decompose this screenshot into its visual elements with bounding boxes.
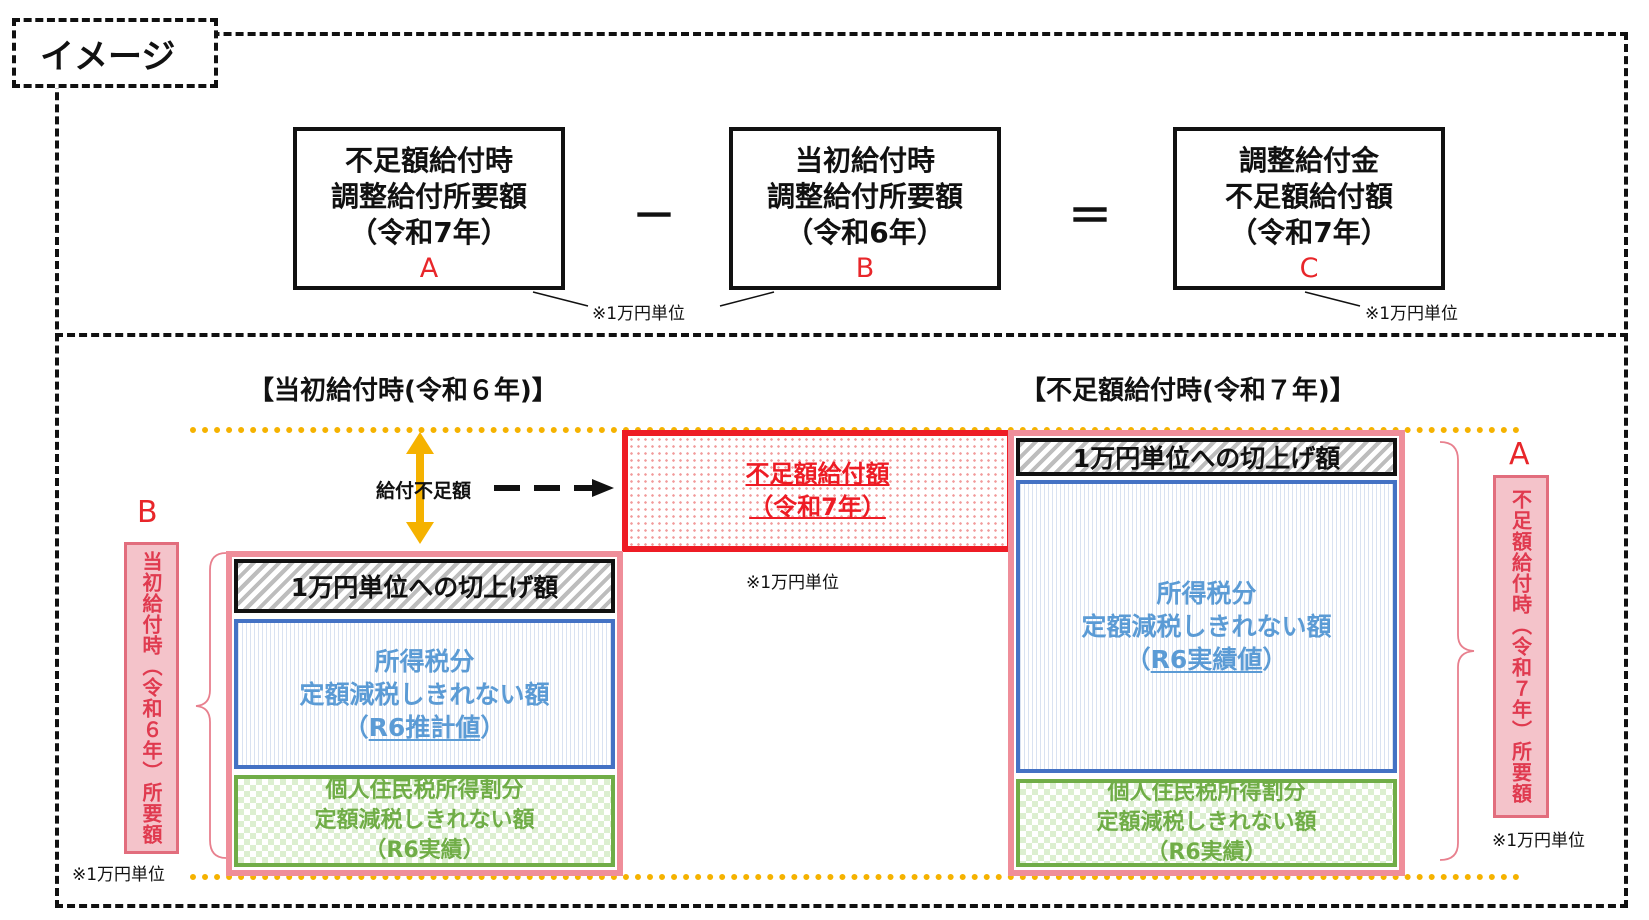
- left-label-letter: B: [137, 495, 158, 530]
- note-ab-unit: ※1万円単位: [592, 304, 686, 324]
- left-label-note: ※1万円単位: [72, 865, 166, 885]
- right-vertical-label: 不足額給付時（令和７年）所要額: [1493, 475, 1549, 818]
- right-bar-outline: [1008, 430, 1405, 876]
- left-resident-tax-segment: 個人住民税所得割分 定額減税しきれない額 （R6実績）: [234, 775, 615, 867]
- bottom-dotted-guide: [190, 874, 1520, 880]
- left-income-estimate: R6推計値: [368, 712, 481, 742]
- box-a-line3: （令和7年）: [349, 216, 509, 249]
- left-income-tax-segment: 所得税分 定額減税しきれない額 （R6推計値）: [234, 619, 615, 769]
- right-roundup-segment: 1万円単位への切上げ額: [1016, 438, 1397, 476]
- right-income-line1: 所得税分: [1156, 579, 1257, 608]
- formula-box-b: 当初給付時 調整給付所要額 （令和6年） B: [729, 127, 1001, 290]
- formula-box-a: 不足額給付時 調整給付所要額 （令和7年） A: [293, 127, 565, 290]
- right-resident-tax-segment: 個人住民税所得割分 定額減税しきれない額 （R6実績）: [1016, 779, 1397, 867]
- left-bar-outline: [226, 551, 623, 876]
- right-income-open-paren: （: [1125, 645, 1151, 674]
- right-income-close-paren: ）: [1262, 645, 1288, 674]
- right-resident-line2: 定額減税しきれない額: [1096, 810, 1317, 835]
- box-a-line2: 調整給付所要額: [330, 180, 527, 213]
- box-c-line3: （令和7年）: [1229, 216, 1389, 249]
- shortfall-line2: （令和7年）: [749, 493, 886, 521]
- section-divider: [55, 333, 1628, 337]
- left-income-close-paren: ）: [480, 712, 506, 742]
- left-resident-line1: 個人住民税所得割分: [325, 778, 524, 803]
- box-b-line3: （令和6年）: [785, 216, 945, 249]
- box-a-line1: 不足額給付時: [344, 144, 513, 177]
- shortfall-note: ※1万円単位: [746, 573, 840, 593]
- right-section-header: 【不足額給付時(令和７年)】: [1020, 376, 1356, 406]
- left-resident-line3: （R6実績）: [364, 838, 485, 863]
- right-income-actual: R6実績値: [1150, 645, 1263, 674]
- formula-box-c: 調整給付金 不足額給付額 （令和7年） C: [1173, 127, 1445, 290]
- box-a-letter: A: [419, 253, 439, 284]
- box-c-letter: C: [1299, 253, 1319, 284]
- minus-operator: －: [632, 191, 676, 242]
- right-label-note: ※1万円単位: [1492, 831, 1586, 851]
- box-b-line2: 調整給付所要額: [766, 180, 963, 213]
- left-income-line1: 所得税分: [374, 646, 475, 676]
- box-c-line2: 不足額給付額: [1224, 180, 1393, 213]
- left-roundup-segment: 1万円単位への切上げ額: [234, 559, 615, 613]
- outer-dashed-frame: [55, 32, 1628, 908]
- right-income-line3: （R6実績値）: [1126, 643, 1288, 676]
- left-section-header: 【当初給付時(令和６年)】: [248, 376, 558, 406]
- diagram-title: イメージ: [12, 18, 218, 88]
- right-label-letter: A: [1509, 437, 1530, 472]
- right-resident-line3: （R6実績）: [1146, 840, 1267, 865]
- box-c-line1: 調整給付金: [1238, 144, 1379, 177]
- left-income-line2: 定額減税しきれない額: [299, 679, 550, 709]
- equals-operator: ＝: [1068, 191, 1112, 242]
- right-resident-line1: 個人住民税所得割分: [1107, 780, 1306, 805]
- gap-label: 給付不足額: [376, 480, 472, 502]
- right-income-line2: 定額減税しきれない額: [1081, 612, 1332, 641]
- box-b-letter: B: [855, 253, 875, 284]
- shortfall-amount-box: 不足額給付額 （令和7年）: [622, 430, 1013, 552]
- left-resident-line2: 定額減税しきれない額: [314, 808, 535, 833]
- left-income-open-paren: （: [343, 712, 369, 742]
- left-vertical-label: 当初給付時（令和６年）所要額: [124, 542, 179, 854]
- right-income-tax-segment: 所得税分 定額減税しきれない額 （R6実績値）: [1016, 480, 1397, 773]
- box-b-line1: 当初給付時: [794, 144, 935, 177]
- shortfall-line1: 不足額給付額: [745, 460, 890, 488]
- gap-double-arrow: [406, 432, 434, 544]
- left-income-line3: （R6推計値）: [344, 711, 506, 744]
- dashed-arrow: [494, 479, 614, 497]
- note-c-unit: ※1万円単位: [1365, 304, 1459, 324]
